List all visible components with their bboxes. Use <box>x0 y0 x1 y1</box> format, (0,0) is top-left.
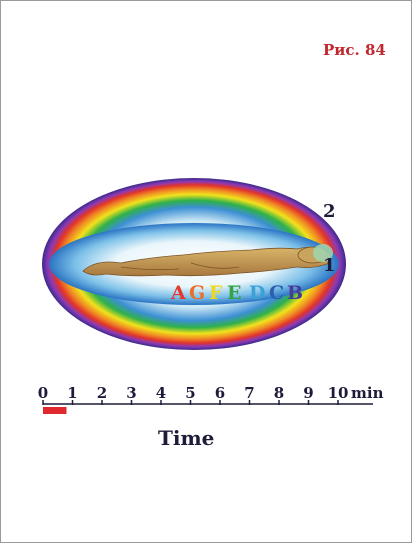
timeline-tick-label: 6 <box>215 384 225 402</box>
timeline-tick-label: 5 <box>185 384 195 402</box>
timeline-tick-label: 3 <box>126 384 136 402</box>
timeline-tick-label: 9 <box>303 384 313 402</box>
timeline-unit-label: min <box>351 384 384 402</box>
zone-letter-d: D <box>249 282 265 304</box>
zone-letter-b: B <box>287 282 303 304</box>
timeline-tick-label: 10 <box>328 384 349 402</box>
timeline-duration-marker <box>43 407 67 414</box>
zone-letter-e: E <box>227 282 241 304</box>
zone-letter-g: G <box>189 282 205 304</box>
zone-letter-f: F <box>209 282 223 304</box>
timeline-tick-label: 1 <box>67 384 77 402</box>
zone-letter-a: A <box>170 282 186 304</box>
timeline-tick-label: 8 <box>274 384 284 402</box>
timeline-tick-label: 2 <box>97 384 107 402</box>
reclining-figure-icon <box>82 244 333 277</box>
inner-field-label: 1 <box>323 255 336 276</box>
timeline-tick-label: 0 <box>38 384 48 402</box>
outer-field-label: 2 <box>323 201 336 222</box>
timeline-caption: Time <box>158 426 215 450</box>
timeline-tick-label: 4 <box>156 384 166 402</box>
zone-letter-c: C <box>269 282 284 304</box>
figure-number: Рис. 84 <box>323 41 386 59</box>
timeline-tick-label: 7 <box>244 384 254 402</box>
